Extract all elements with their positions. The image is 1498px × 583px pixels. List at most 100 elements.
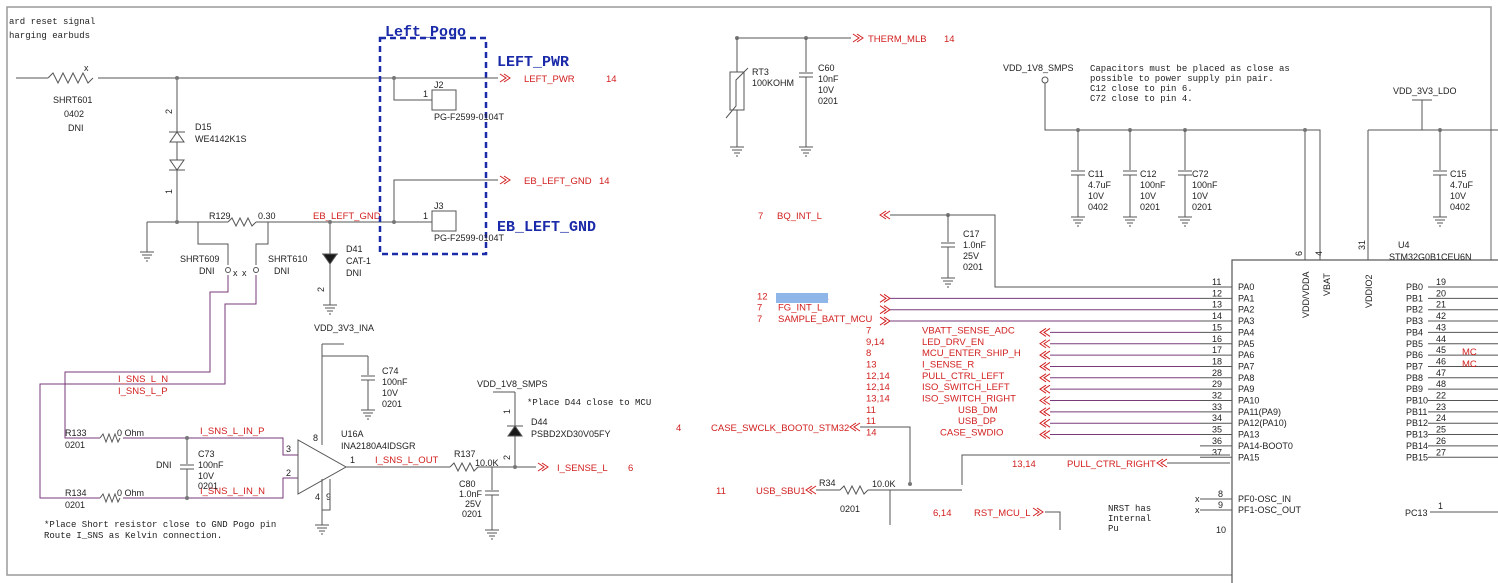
net-usb-sbu1-ref: 11 [716, 486, 726, 497]
output-net-arrow [1039, 350, 1051, 360]
pc13-num: 1 [1438, 501, 1443, 511]
opamp-pin-out: 1 [350, 455, 355, 465]
mcu-left-pin-num: 34 [1212, 413, 1222, 423]
note-nrst-3: Pu [1108, 524, 1119, 534]
output-net-ref: 11 [866, 405, 876, 416]
mcu-left-pin-name: PA0 [1238, 282, 1254, 292]
mcu-left-pin-num: 12 [1212, 288, 1222, 298]
j3-pin: 1 [423, 211, 428, 221]
note-nrst-2: Internal [1108, 514, 1151, 524]
note-caps-3: C12 close to pin 6. [1090, 84, 1193, 94]
d15-ref: D15 [195, 122, 212, 132]
c72-voltage: 10V [1192, 191, 1208, 201]
net-eb-left-gnd-wire: EB_LEFT_GND [313, 211, 381, 222]
c11-size: 0402 [1088, 202, 1108, 212]
net-i-sense-l-out-ref: 6 [628, 463, 633, 474]
d41-part: CAT-1 [346, 256, 371, 266]
input-net-label: FG_INT_L [778, 303, 822, 314]
u4-pwr-pin-num-31: 31 [1357, 240, 1367, 250]
c12-size: 0201 [1140, 202, 1160, 212]
note-caps-4: C72 close to pin 4. [1090, 94, 1193, 104]
net-i-sns-l-p: I_SNS_L_P [118, 386, 168, 397]
mcu-left-pin-name: PA2 [1238, 305, 1254, 315]
output-net-arrow [1039, 339, 1051, 349]
output-net-label: CASE_SWDIO [940, 428, 1003, 439]
mcu-right-pin-num: 48 [1436, 379, 1446, 389]
opamp-pin-vdd: 8 [313, 433, 318, 443]
output-net-ref: 14 [866, 428, 877, 439]
mcu-right-pin-num: 43 [1436, 322, 1446, 332]
c72-ref: C72 [1192, 169, 1209, 179]
u4-pwr-pin-num-6: 6 [1294, 251, 1304, 256]
mcu-right-pins: 19PB020PB121PB242PB343PB444PB545PB646PB7… [1406, 277, 1498, 462]
mcu-right-pin-num: 23 [1436, 402, 1446, 412]
output-net-label: USB_DP [958, 416, 996, 427]
net-left-pwr: LEFT_PWR [524, 74, 575, 85]
r134-ref: R134 [65, 488, 87, 498]
r34-value: 10.0K [872, 479, 896, 489]
input-net-ref: 7 [757, 303, 762, 314]
r137-value: 10.0K [475, 458, 499, 468]
c72-size: 0201 [1192, 202, 1212, 212]
output-net-arrow [1039, 384, 1051, 394]
mcu-right-pin-num: 25 [1436, 425, 1446, 435]
no-connect-mark: x [1195, 505, 1200, 515]
r137-ref: R137 [454, 449, 476, 459]
c73-voltage: 10V [198, 471, 214, 481]
d15-pin-top: 2 [164, 109, 174, 114]
d44-part: PSBD2XD30V05FY [531, 429, 611, 439]
output-net-label: LED_DRV_EN [922, 337, 984, 348]
note-top-left-1: ard reset signal [9, 17, 95, 27]
net-rst-mcu-l-ref: 6,14 [933, 508, 952, 519]
output-net-arrow [1039, 407, 1051, 417]
u4-pwr-pin-vdda: VDD/VDDA [1301, 271, 1311, 318]
j2-part: PG-F2599-0104T [434, 112, 505, 122]
mcu-left-pin-num: 16 [1212, 334, 1222, 344]
mcu-cut-label-1: MC [1462, 347, 1477, 358]
u4-ref: U4 [1398, 240, 1410, 250]
c60-value: 10nF [818, 74, 839, 84]
u4-part: STM32G0B1CEU6N [1389, 252, 1472, 262]
shrt601-ref: SHRT601 [53, 95, 92, 105]
u16a-part: INA2180A4IDSGR [341, 441, 416, 451]
u4-pwr-pin-vddio2: VDDIO2 [1364, 274, 1374, 308]
shrt601-size: 0402 [64, 109, 84, 119]
rail-vdd-1v8-smps-b: VDD_1V8_SMPS [1003, 63, 1074, 73]
mcu-left-pin-name: PA12(PA10) [1238, 418, 1287, 428]
c60-voltage: 10V [818, 85, 834, 95]
mcu-right-pin-name: PB15 [1406, 452, 1428, 462]
c74-voltage: 10V [382, 388, 398, 398]
r134-value: 0 Ohm [117, 488, 144, 498]
shrt610-ref: SHRT610 [268, 254, 307, 264]
mcu-right-pin-name: PB2 [1406, 305, 1423, 315]
mcu-right-pin-num: 26 [1436, 436, 1446, 446]
note-top-left-2: harging earbuds [9, 31, 90, 41]
c73-ref: C73 [198, 449, 215, 459]
c80-size: 0201 [462, 509, 482, 519]
mcu-left-pin-num: 17 [1212, 345, 1222, 355]
c11-value: 4.7uF [1088, 180, 1112, 190]
mcu-right-pin-name: PB14 [1406, 441, 1428, 451]
mcu-left-pin-name: PA13 [1238, 430, 1259, 440]
shrt601-dni: DNI [68, 123, 84, 133]
c74-size: 0201 [382, 399, 402, 409]
mcu-left-pin-num: 29 [1212, 379, 1222, 389]
r34-size: 0201 [840, 504, 860, 514]
c74-ref: C74 [382, 366, 399, 376]
mcu-right-pin-num: 44 [1436, 334, 1446, 344]
j3-ref: J3 [434, 201, 444, 211]
mcu-right-pin-name: PB13 [1406, 430, 1428, 440]
net-pull-ctrl-right-ref: 13,14 [1012, 459, 1036, 470]
mcu-right-pin-name: PB9 [1406, 384, 1423, 394]
output-net-label: VBATT_SENSE_ADC [922, 325, 1015, 336]
left-pogo-box [378, 36, 488, 256]
c15-voltage: 10V [1450, 191, 1466, 201]
mcu-right-pin-num: 20 [1436, 288, 1446, 298]
mcu-left-pin-name: PA4 [1238, 327, 1254, 337]
mcu-right-pin-num: 45 [1436, 345, 1446, 355]
net-therm-mlb: THERM_MLB [868, 34, 927, 45]
mcu-right-pin-num: 21 [1436, 300, 1446, 310]
d41-ref: D41 [346, 244, 363, 254]
output-net-arrow [1039, 418, 1051, 428]
